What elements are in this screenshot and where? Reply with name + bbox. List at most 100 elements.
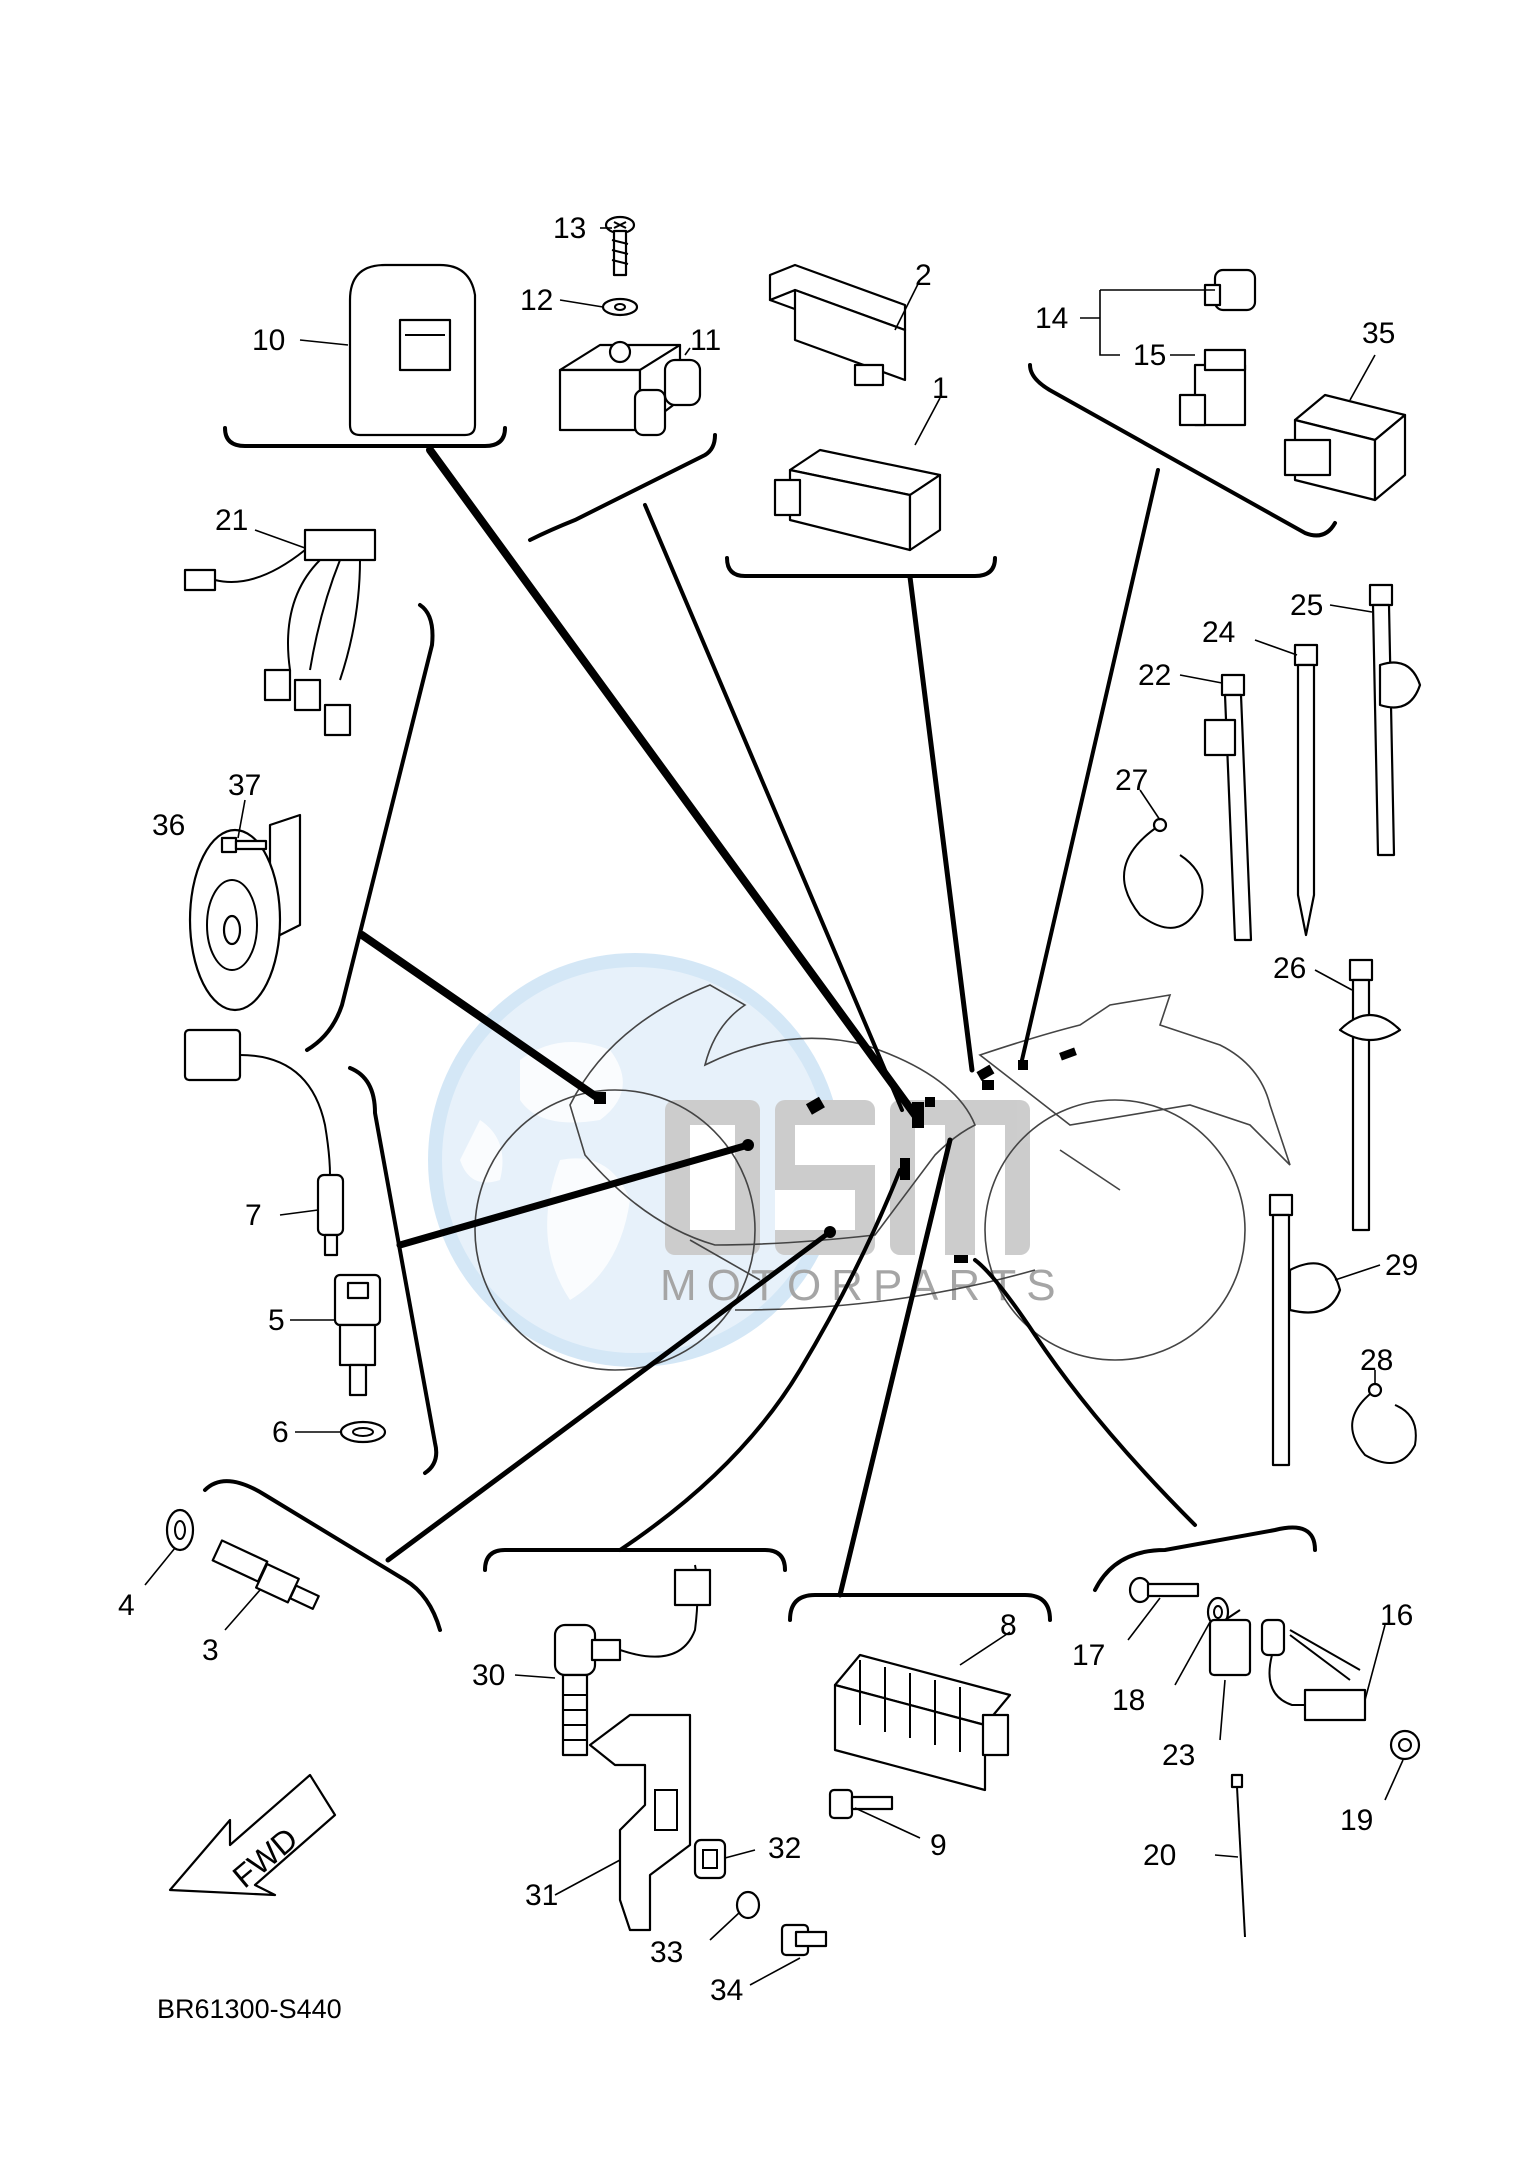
watermark-continents: [460, 1042, 630, 1300]
callout-1: 1: [932, 372, 949, 405]
callout-29: 29: [1385, 1249, 1418, 1282]
callout-2: 2: [915, 259, 932, 292]
part-34-bolt: [780, 1923, 828, 1957]
part-29-tie: [1268, 1193, 1342, 1467]
part-24-tie: [1293, 643, 1319, 937]
part-20-tie: [1230, 1773, 1246, 1938]
bracket-top-left: [223, 426, 507, 448]
part-14-relay: [1203, 268, 1257, 312]
motorcycle-outline: [474, 984, 1291, 1371]
callout-30: 30: [472, 1659, 505, 1692]
callout-10: 10: [252, 324, 285, 357]
connector-lines: [358, 446, 1197, 1598]
watermark-globe: [428, 953, 842, 1367]
callout-3: 3: [202, 1634, 219, 1667]
callout-21: 21: [215, 504, 248, 537]
connector-ecu: [907, 574, 975, 1073]
connector-11: [643, 503, 904, 1112]
part-10-cover: [348, 263, 477, 437]
part-4-gasket: [165, 1508, 195, 1552]
connector-sensor: [385, 1229, 833, 1563]
fwd-arrow: FWD: [168, 1773, 337, 1897]
part-12-washer: [601, 297, 639, 317]
part-22-tie: [1203, 673, 1253, 942]
watermark-logo: [665, 1100, 1030, 1255]
bracket-lean-sensor: [1093, 1525, 1317, 1592]
callout-6: 6: [272, 1416, 289, 1449]
diagram-code: BR61300-S440: [157, 1994, 342, 2024]
part-35-flasher: [1283, 393, 1407, 502]
callout-8: 8: [1000, 1609, 1017, 1642]
part-7-sensor: [183, 1028, 345, 1257]
callout-27: 27: [1115, 764, 1148, 797]
part-37-bolt: [220, 836, 268, 854]
part-30-gear-sensor: [553, 1564, 712, 1757]
tail-outline: [978, 993, 1291, 1166]
part-23-damper: [1208, 1609, 1252, 1677]
callout-numbers: 13 12 11 2 1 10 14 15 35 21 37 36 22 24 …: [118, 212, 1418, 2007]
callout-23: 23: [1162, 1739, 1195, 1772]
front-wheel-outline: [474, 1089, 756, 1371]
callout-9: 9: [930, 1829, 947, 1862]
bracket-gear-sensor: [483, 1548, 787, 1572]
bracket-rectifier: [788, 1593, 1052, 1622]
rear-wheel-outline: [984, 1099, 1246, 1361]
part-31-bracket: [588, 1713, 692, 1932]
part-5-temp-sensor: [333, 1273, 382, 1397]
callout-24: 24: [1202, 616, 1235, 649]
part-17-bolt: [1128, 1576, 1200, 1604]
part-25-tie: [1368, 583, 1422, 857]
part-19-nut: [1389, 1729, 1421, 1761]
callout-18: 18: [1112, 1684, 1145, 1717]
watermark: MOTORPARTS: [428, 953, 1066, 1367]
callout-4: 4: [118, 1589, 135, 1622]
callout-33: 33: [650, 1936, 683, 1969]
part-8-rectifier: [833, 1653, 1012, 1792]
bracket-ecu: [725, 556, 997, 578]
bracket-relays: [1028, 363, 1337, 538]
frame-lines: [689, 1149, 1121, 1311]
callout-16: 16: [1380, 1599, 1413, 1632]
callout-5: 5: [268, 1304, 285, 1337]
part-16-lean-sensor: [1260, 1618, 1367, 1722]
part-9-bolt: [828, 1788, 894, 1820]
part-13-screw: [604, 215, 636, 277]
component-marks: [594, 1047, 1077, 1263]
callout-17: 17: [1072, 1639, 1105, 1672]
callout-7: 7: [245, 1199, 262, 1232]
callout-14: 14: [1035, 302, 1068, 335]
callout-22: 22: [1138, 659, 1171, 692]
leader-lines: [144, 227, 1404, 1986]
part-27-clip: [1123, 817, 1204, 929]
connector-gear: [618, 1168, 902, 1552]
callout-26: 26: [1273, 952, 1306, 985]
part-36-horn: [188, 813, 302, 1012]
callout-13: 13: [553, 212, 586, 245]
bracket-left-upper: [305, 603, 435, 1052]
callout-31: 31: [525, 1879, 558, 1912]
part-6-gasket: [339, 1420, 387, 1444]
part-11-relay: [558, 340, 702, 437]
connector-temp: [396, 1141, 752, 1249]
callout-35: 35: [1362, 317, 1395, 350]
connector-lean: [973, 1258, 1197, 1527]
callout-34: 34: [710, 1974, 743, 2007]
callout-36: 36: [152, 809, 185, 842]
bracket-top-center: [528, 433, 717, 542]
bracket-sensor: [203, 1479, 442, 1632]
callout-19: 19: [1340, 1804, 1373, 1837]
part-33-collar: [735, 1890, 761, 1920]
connector-rectifier: [837, 1137, 953, 1598]
connector-relays: [1020, 468, 1160, 1062]
callout-20: 20: [1143, 1839, 1176, 1872]
callout-32: 32: [768, 1832, 801, 1865]
callout-37: 37: [228, 769, 261, 802]
connector-10: [426, 446, 919, 1119]
watermark-tagline: MOTORPARTS: [660, 1261, 1066, 1310]
part-32-grommet: [693, 1838, 727, 1880]
callout-12: 12: [520, 284, 553, 317]
part-15-connector: [1178, 348, 1247, 427]
bracket-left-lower: [348, 1066, 439, 1475]
part-21-harness: [183, 528, 377, 737]
